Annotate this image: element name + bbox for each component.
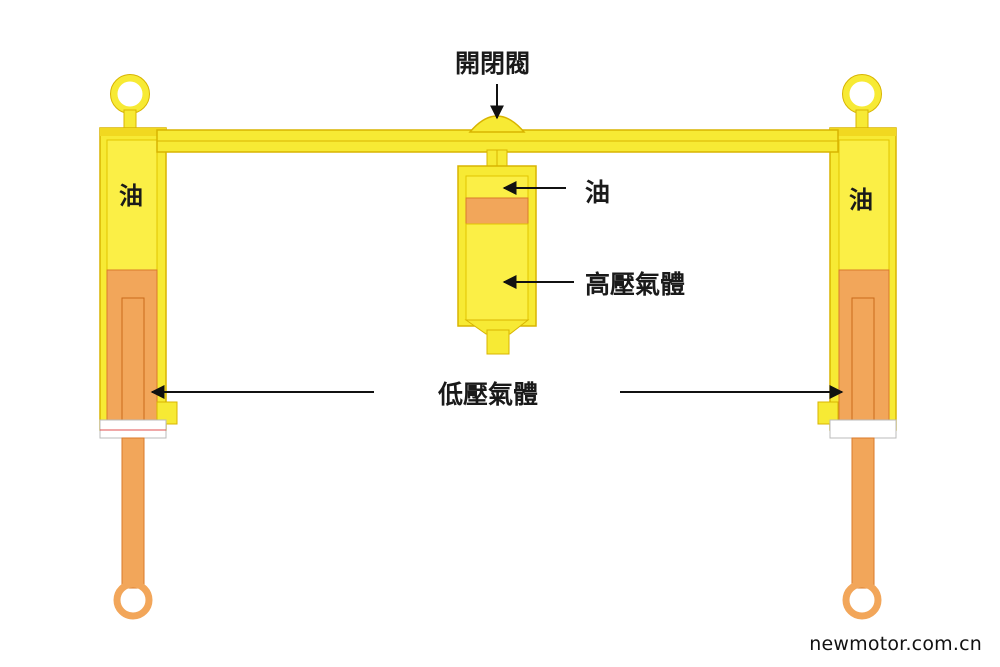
left-top-mount-eye — [110, 74, 150, 114]
open-close-valve — [468, 115, 526, 133]
low-pressure-gas-label: 低壓氣體 — [438, 380, 539, 409]
accumulator — [457, 149, 537, 355]
right-bottom-mount-eye — [842, 580, 882, 620]
right-top-mount-eye — [842, 74, 882, 114]
accumulator-gas-chamber — [465, 223, 529, 321]
left-shock-absorber — [99, 74, 178, 620]
right-piston-rod — [851, 437, 875, 589]
accumulator-oil-label: 油 — [585, 178, 611, 207]
arrows — [150, 84, 844, 399]
right-oil-chamber — [838, 139, 890, 271]
left-oil-label: 油 — [119, 182, 143, 210]
right-oil-label: 油 — [849, 186, 873, 214]
accumulator-piston — [465, 197, 529, 225]
watermark: newmotor.com.cn — [809, 633, 982, 655]
high-pressure-gas-label: 高壓氣體 — [585, 270, 686, 299]
connecting-pipe — [156, 129, 839, 153]
left-bottom-mount-eye — [113, 580, 153, 620]
valve-label: 開閉閥 — [455, 49, 531, 78]
left-oil-chamber — [106, 139, 158, 271]
left-piston-rod — [121, 437, 145, 589]
right-shock-absorber — [817, 74, 897, 620]
